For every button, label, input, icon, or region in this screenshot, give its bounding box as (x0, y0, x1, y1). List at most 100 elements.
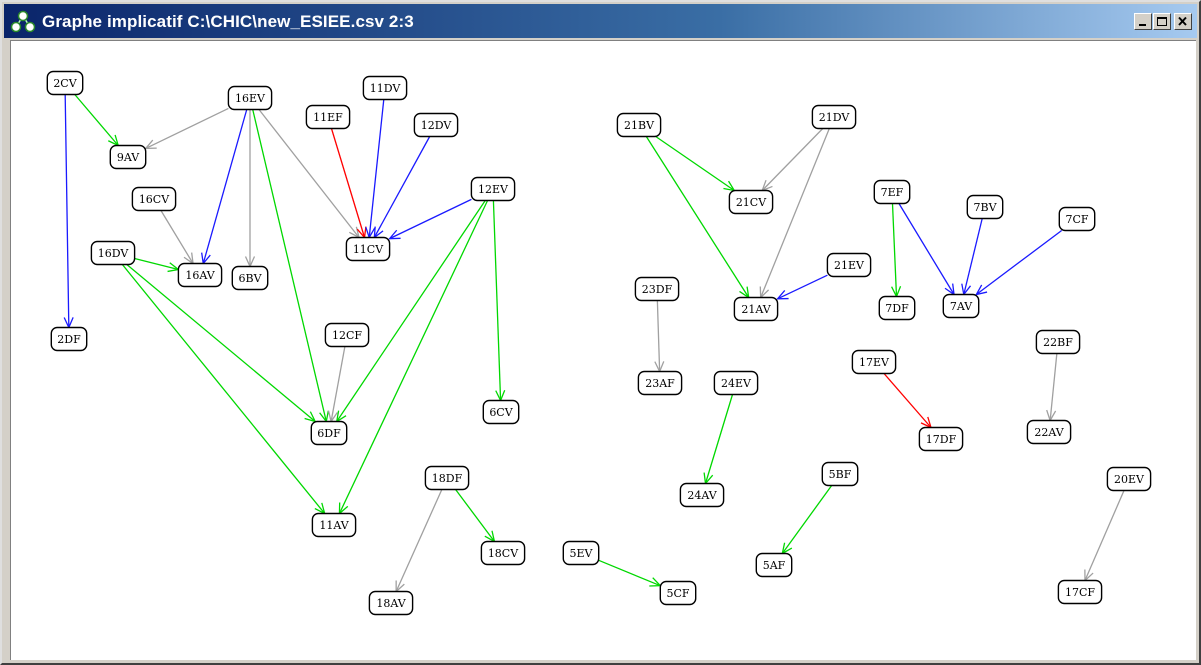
node-17DF[interactable]: 17DF (918, 426, 964, 452)
node-box (821, 461, 859, 487)
node-label: 22BF (1043, 336, 1073, 349)
node-5EV[interactable]: 5EV (562, 540, 600, 566)
node-5AF[interactable]: 5AF (755, 552, 793, 578)
edge-12EV-to-11CV (388, 198, 472, 240)
node-24EV[interactable]: 24EV (713, 370, 759, 396)
edge-23DF-to-23AF (654, 300, 665, 374)
node-label: 17EV (859, 356, 890, 369)
edge-12CF-to-6DF (327, 346, 346, 424)
arrowhead (183, 252, 194, 265)
node-label: 7DF (885, 302, 909, 315)
edge-21EV-to-21AV (776, 274, 828, 300)
node-label: 17DF (926, 433, 957, 446)
node-7BV[interactable]: 7BV (966, 194, 1004, 220)
edge-12EV-to-6CV (492, 200, 506, 403)
node-16EV[interactable]: 16EV (227, 85, 273, 111)
close-button[interactable] (1174, 13, 1192, 30)
node-box (942, 293, 980, 319)
node-box (345, 236, 391, 262)
node-18AV[interactable]: 18AV (368, 590, 414, 616)
edge-16EV-to-9AV (144, 107, 229, 150)
node-label: 23DF (642, 283, 673, 296)
node-5CF[interactable]: 5CF (659, 580, 697, 606)
node-label: 6DF (317, 427, 341, 440)
node-17EV[interactable]: 17EV (851, 349, 897, 375)
node-label: 23AF (645, 377, 675, 390)
node-12EV[interactable]: 12EV (470, 176, 516, 202)
maximize-icon (1157, 17, 1167, 26)
arrowhead (944, 283, 955, 296)
edge-16DV-to-11AV (121, 264, 326, 515)
node-box (1106, 466, 1152, 492)
node-6CV[interactable]: 6CV (482, 399, 520, 425)
node-box (231, 265, 269, 291)
node-6DF[interactable]: 6DF (310, 420, 348, 446)
node-11CV[interactable]: 11CV (345, 236, 391, 262)
node-7CF[interactable]: 7CF (1058, 206, 1096, 232)
node-label: 22AV (1034, 426, 1064, 439)
node-label: 21EV (834, 259, 865, 272)
node-21CV[interactable]: 21CV (728, 189, 774, 215)
edge-2CV-to-9AV (74, 94, 120, 147)
node-16AV[interactable]: 16AV (177, 262, 223, 288)
arrowhead (739, 286, 750, 299)
node-label: 21CV (736, 196, 767, 209)
node-11DV[interactable]: 11DV (362, 75, 408, 101)
node-box (637, 370, 683, 396)
node-20EV[interactable]: 20EV (1106, 466, 1152, 492)
node-box (755, 552, 793, 578)
node-box (1058, 206, 1096, 232)
node-17CF[interactable]: 17CF (1057, 579, 1103, 605)
node-18CV[interactable]: 18CV (480, 540, 526, 566)
node-6BV[interactable]: 6BV (231, 265, 269, 291)
node-18DF[interactable]: 18DF (424, 465, 470, 491)
node-label: 16AV (185, 269, 215, 282)
node-label: 20EV (1114, 473, 1145, 486)
node-2CV[interactable]: 2CV (46, 70, 84, 96)
node-23AF[interactable]: 23AF (637, 370, 683, 396)
node-24AV[interactable]: 24AV (679, 482, 725, 508)
node-7DF[interactable]: 7DF (878, 295, 916, 321)
node-21EV[interactable]: 21EV (826, 252, 872, 278)
node-label: 7CF (1065, 213, 1088, 226)
node-11AV[interactable]: 11AV (311, 512, 357, 538)
node-box (482, 399, 520, 425)
window-title: Graphe implicatif C:\CHIC\new_ESIEE.csv … (42, 12, 414, 31)
maximize-button[interactable] (1153, 13, 1171, 30)
node-label: 5EV (570, 547, 594, 560)
edge-21BV-to-21CV (655, 135, 736, 192)
node-16DV[interactable]: 16DV (90, 240, 136, 266)
node-box (878, 295, 916, 321)
node-box (470, 176, 516, 202)
node-2DF[interactable]: 2DF (50, 326, 88, 352)
node-21BV[interactable]: 21BV (616, 112, 662, 138)
edge-16DV-to-16AV (134, 257, 180, 273)
node-box (1057, 579, 1103, 605)
node-23DF[interactable]: 23DF (634, 276, 680, 302)
node-label: 16EV (235, 92, 266, 105)
nodes: 2CV 9AV 2DF 16EV 16CV 16AV 6BV 16DV 11EF 11DV12DV… (46, 70, 1152, 616)
node-label: 5AF (763, 559, 786, 572)
node-21AV[interactable]: 21AV (733, 296, 779, 322)
node-box (177, 262, 223, 288)
node-7AV[interactable]: 7AV (942, 293, 980, 319)
node-box (305, 104, 351, 130)
minimize-icon (1139, 24, 1146, 26)
minimize-button[interactable] (1134, 13, 1152, 30)
node-7EF[interactable]: 7EF (873, 179, 911, 205)
node-22AV[interactable]: 22AV (1026, 419, 1072, 445)
node-11EF[interactable]: 11EF (305, 104, 351, 130)
edge-7BV-to-7AV (961, 218, 983, 297)
node-22BF[interactable]: 22BF (1035, 329, 1081, 355)
node-box (616, 112, 662, 138)
edge-16EV-to-16AV (201, 109, 248, 266)
node-21DV[interactable]: 21DV (811, 104, 857, 130)
title-bar[interactable]: Graphe implicatif C:\CHIC\new_ESIEE.csv … (4, 4, 1197, 38)
node-5BF[interactable]: 5BF (821, 461, 859, 487)
node-12DV[interactable]: 12DV (413, 112, 459, 138)
node-9AV[interactable]: 9AV (109, 144, 147, 170)
node-16CV[interactable]: 16CV (131, 186, 177, 212)
node-box (46, 70, 84, 96)
node-12CF[interactable]: 12CF (324, 322, 370, 348)
